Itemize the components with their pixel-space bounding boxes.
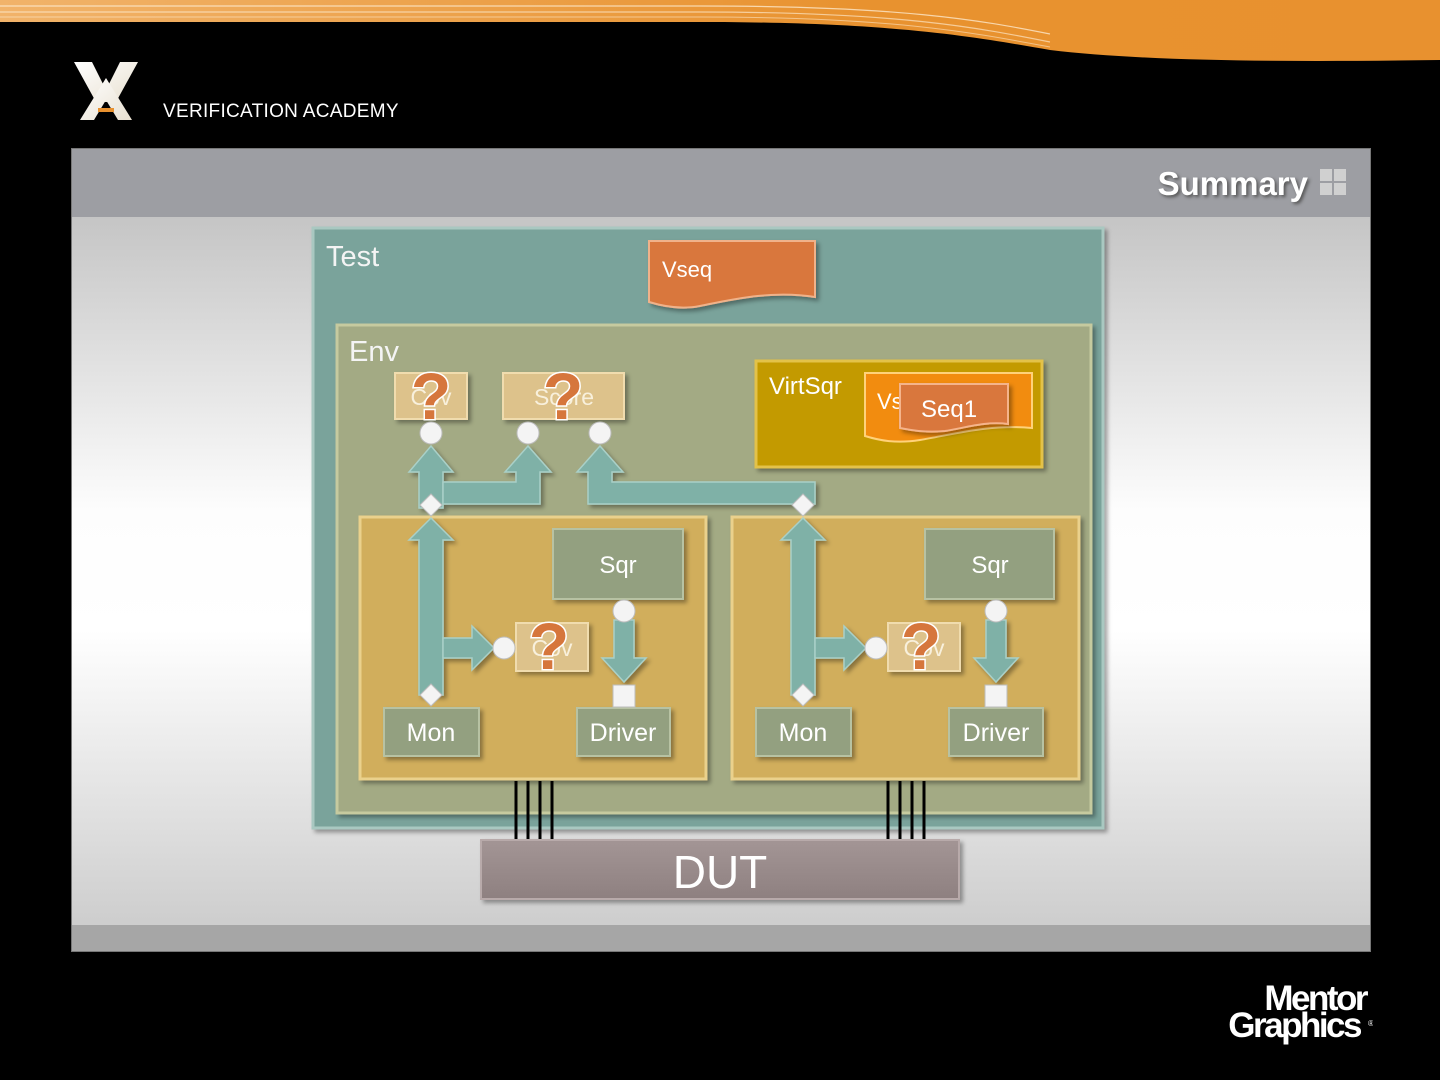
vseq-label: Vseq — [662, 257, 712, 282]
brand-line-2: Graphics — [1228, 1006, 1362, 1045]
agent-2-monitor-port — [791, 683, 815, 707]
agent-1-monitor — [383, 707, 480, 757]
question-mark-env-cov: ? — [411, 359, 451, 433]
test-label: Test — [326, 241, 379, 273]
agent-2-sequencer — [924, 528, 1055, 600]
academy-title: VERIFICATION ACADEMY — [163, 101, 399, 122]
env-coverage-label: Cov — [411, 384, 452, 410]
agent-2-driver — [948, 707, 1044, 757]
agent-2-coverage-box — [887, 622, 961, 672]
verification-academy-logo-icon — [74, 62, 138, 120]
agent-1-sqr-label: Sqr — [599, 552, 636, 579]
score-branch-arrow — [442, 444, 553, 505]
slide-title: Summary — [1157, 165, 1308, 202]
agent-2-analysis-port — [791, 493, 815, 517]
agent-2-to-score-arrow — [575, 444, 816, 505]
agent-2-sqr-port — [984, 599, 1008, 623]
agent-2-monitor-arrow — [779, 516, 827, 696]
grid-icon — [1320, 169, 1346, 195]
question-mark-agent-1-cov: ? — [529, 609, 569, 683]
agent-2-monitor — [755, 707, 852, 757]
agent-2-sqr-driver-arrow — [972, 619, 1020, 684]
agent-1-driver-port — [612, 684, 636, 708]
agent-1-cov-arrow — [442, 624, 496, 672]
env-coverage-box — [394, 372, 468, 420]
agent-2-cov-port — [864, 636, 888, 660]
agent-1-sequencer — [552, 528, 684, 600]
vseq-sequence — [648, 240, 816, 309]
scoreboard-box — [502, 372, 625, 420]
agent-1-driver — [576, 707, 671, 757]
agent-2-sqr-label: Sqr — [971, 552, 1008, 579]
agent-1-coverage-box — [515, 622, 589, 672]
agent-1-monitor-port — [419, 683, 443, 707]
agent-2-driver-label: Driver — [963, 719, 1030, 747]
agent-2-driver-port — [984, 684, 1008, 708]
env-cov-export-port — [419, 421, 443, 445]
score-export-port-1 — [516, 421, 540, 445]
agent-1-mon-label: Mon — [407, 719, 456, 747]
slide-title-bar: Summary — [72, 149, 1370, 217]
brand-registered: ® — [1368, 1019, 1373, 1028]
slide-footer-bar — [72, 925, 1370, 951]
question-mark-agent-2-cov: ? — [901, 609, 941, 683]
agent-2-cov-arrow — [814, 624, 868, 672]
agent-1-driver-label: Driver — [590, 719, 657, 747]
vs-label: Vs — [877, 389, 903, 414]
scoreboard-label: Score — [534, 384, 594, 410]
agent-2-coverage-label: Cov — [904, 635, 945, 661]
seq1-sequence — [899, 383, 1009, 433]
agent-1-monitor-arrow — [407, 516, 455, 696]
seq1-label: Seq1 — [921, 396, 977, 423]
agent-1-analysis-port — [419, 493, 443, 517]
mentor-graphics-logo: Mentor Graphics ® — [1228, 980, 1373, 1045]
dut-box — [480, 839, 960, 900]
question-mark-score: ? — [543, 359, 583, 433]
agent-2-mon-label: Mon — [779, 719, 828, 747]
virtsqr-label: VirtSqr — [769, 373, 842, 400]
agent-1-sqr-port — [612, 599, 636, 623]
dut-label: DUT — [673, 846, 768, 898]
env-label: Env — [349, 336, 399, 368]
agent-1-cov-port — [492, 636, 516, 660]
header-wave-decoration — [0, 0, 1440, 61]
score-export-port-2 — [588, 421, 612, 445]
agent-1-coverage-label: Cov — [532, 635, 573, 661]
agent-1-sqr-driver-arrow — [600, 619, 648, 684]
brand-line-1: Mentor — [1264, 980, 1369, 1018]
